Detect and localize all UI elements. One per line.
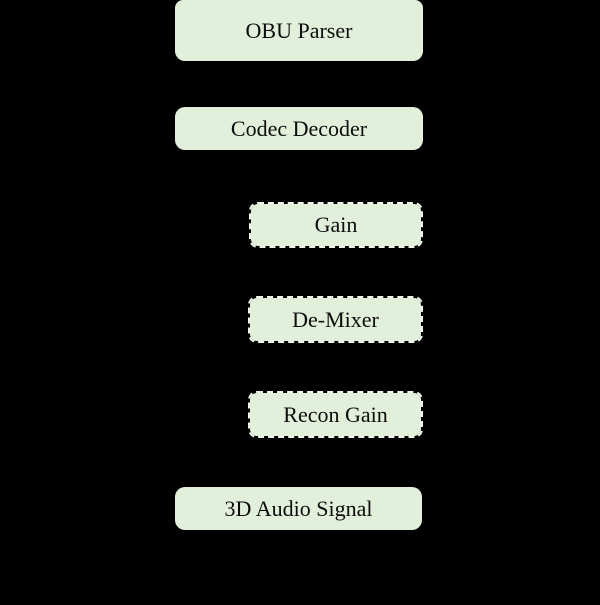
flowchart-node-obu-parser: OBU Parser — [175, 0, 423, 61]
node-label-obu-parser: OBU Parser — [245, 17, 353, 43]
flowchart-node-de-mixer: De-Mixer — [248, 296, 423, 343]
node-label-codec-decoder: Codec Decoder — [230, 115, 368, 141]
node-label-gain: Gain — [314, 212, 358, 237]
flowchart-node-codec-decoder: Codec Decoder — [175, 107, 423, 150]
flowchart-node-recon-gain: Recon Gain — [248, 391, 423, 438]
flowchart-node-3d-audio-signal: 3D Audio Signal — [175, 487, 422, 530]
node-label-recon-gain: Recon Gain — [283, 401, 388, 427]
node-label-de-mixer: De-Mixer — [292, 306, 379, 332]
flowchart-node-gain: Gain — [249, 202, 423, 248]
node-label-3d-audio-signal: 3D Audio Signal — [224, 495, 373, 521]
